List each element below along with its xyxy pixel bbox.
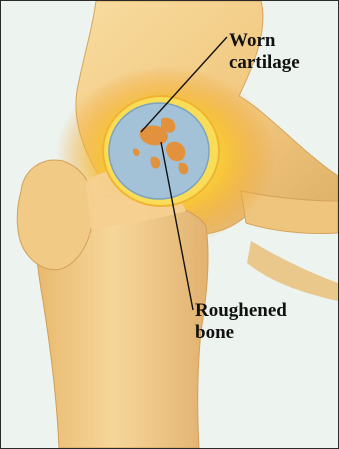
roughened-bone-label-line2: bone	[195, 322, 234, 344]
pelvis-shadow	[247, 241, 338, 301]
worn-cartilage-label-line1: Worn	[229, 30, 275, 52]
worn-cartilage-label-line2: cartilage	[229, 52, 300, 74]
roughened-bone-label-line1: Roughened	[195, 300, 287, 322]
femoral-head-worn-cartilage	[109, 103, 209, 199]
